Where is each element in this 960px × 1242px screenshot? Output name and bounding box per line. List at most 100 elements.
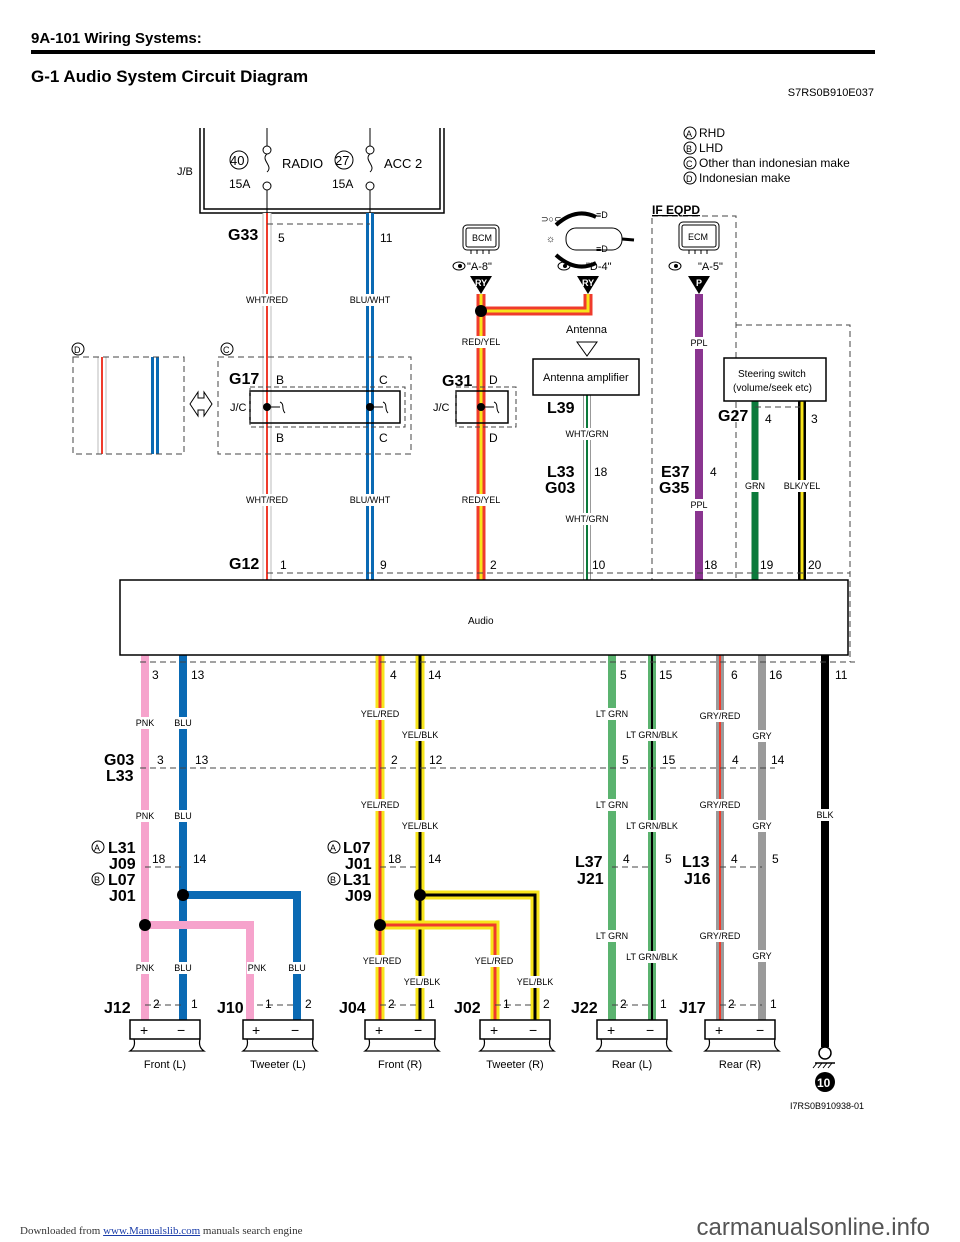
- svg-text:B: B: [94, 875, 100, 885]
- svg-text:RY: RY: [582, 278, 594, 288]
- svg-text:J22: J22: [571, 1000, 598, 1017]
- svg-text:J12: J12: [104, 1000, 131, 1017]
- svg-text:J16: J16: [684, 871, 711, 888]
- svg-text:−: −: [291, 1022, 299, 1038]
- svg-text:G27: G27: [718, 408, 748, 425]
- svg-text:20: 20: [808, 558, 822, 572]
- splice-dot: [374, 919, 386, 931]
- svg-text:D: D: [74, 345, 81, 355]
- svg-text:1: 1: [503, 997, 510, 1011]
- svg-text:A: A: [330, 843, 336, 853]
- wire-color-label: WHT/RED: [246, 295, 288, 305]
- svg-text:Tweeter (R): Tweeter (R): [486, 1059, 543, 1071]
- svg-text:1: 1: [770, 997, 777, 1011]
- svg-text:15: 15: [659, 668, 673, 682]
- svg-text:4: 4: [731, 852, 738, 866]
- svg-text:−: −: [646, 1022, 654, 1038]
- wire-color-label: GRY: [752, 731, 771, 741]
- wire-color-label: PNK: [136, 963, 155, 973]
- svg-text:14: 14: [428, 852, 442, 866]
- svg-text:+: +: [140, 1022, 148, 1038]
- svg-text:"D-4": "D-4": [586, 261, 612, 273]
- svg-text:13: 13: [191, 668, 205, 682]
- svg-text:Steering switch: Steering switch: [738, 369, 806, 380]
- svg-text:18: 18: [594, 465, 608, 479]
- ecm-module: ECM: [678, 221, 720, 254]
- svg-text:+: +: [375, 1022, 383, 1038]
- svg-text:+: +: [252, 1022, 260, 1038]
- fuse-radio: 40 15A RADIO: [229, 128, 323, 213]
- wire-color-label: BLU/WHT: [350, 295, 391, 305]
- svg-text:+: +: [607, 1022, 615, 1038]
- svg-text:−: −: [177, 1022, 185, 1038]
- svg-text:C: C: [223, 345, 230, 355]
- footer-prefix: Downloaded from: [20, 1225, 104, 1237]
- svg-text:+: +: [715, 1022, 723, 1038]
- svg-text:15A: 15A: [332, 177, 353, 191]
- svg-text:L31: L31: [343, 872, 371, 889]
- svg-text:2: 2: [305, 997, 312, 1011]
- svg-text:G17: G17: [229, 371, 259, 388]
- manualslib-link[interactable]: www.Manualslib.com: [103, 1225, 201, 1237]
- svg-text:−: −: [414, 1022, 422, 1038]
- footer-suffix: manuals search engine: [200, 1225, 303, 1237]
- svg-text:Tweeter (L): Tweeter (L): [250, 1059, 306, 1071]
- wire-color-label: YEL/BLK: [517, 977, 554, 987]
- svg-text:27: 27: [335, 153, 349, 168]
- svg-text:C: C: [686, 159, 693, 169]
- wire-color-label: GRY: [752, 821, 771, 831]
- svg-text:16: 16: [769, 668, 783, 682]
- svg-text:4: 4: [732, 753, 739, 767]
- wire-color-label: RED/YEL: [462, 495, 501, 505]
- svg-text:10: 10: [592, 558, 606, 572]
- variant-mark-d: D: [71, 342, 85, 356]
- svg-text:2: 2: [490, 558, 497, 572]
- svg-text:"A-5": "A-5": [698, 261, 723, 273]
- svg-text:L39: L39: [547, 400, 575, 417]
- svg-text:14: 14: [193, 852, 207, 866]
- svg-text:Antenna amplifier: Antenna amplifier: [543, 372, 629, 384]
- svg-text:D: D: [686, 174, 693, 184]
- splice-dot: [177, 889, 189, 901]
- svg-text:RY: RY: [475, 278, 487, 288]
- wire-color-label: YEL/BLK: [404, 977, 441, 987]
- wire-color-label: LT GRN: [596, 709, 628, 719]
- header-rule: [31, 50, 875, 54]
- wire-color-label: YEL/BLK: [402, 730, 439, 740]
- wire-color-label: GRY/RED: [700, 931, 741, 941]
- svg-text:(volume/seek etc): (volume/seek etc): [733, 383, 812, 394]
- svg-text:A: A: [686, 129, 692, 139]
- wire-color-label: YEL/RED: [363, 956, 402, 966]
- svg-text:G03: G03: [104, 752, 134, 769]
- splice-dot: [414, 889, 426, 901]
- variant-mark-c: C: [220, 342, 234, 356]
- svg-text:5: 5: [665, 852, 672, 866]
- svg-text:Audio: Audio: [468, 616, 494, 627]
- svg-text:5: 5: [620, 668, 627, 682]
- svg-text:Rear (R): Rear (R): [719, 1059, 761, 1071]
- svg-text:D: D: [489, 431, 498, 445]
- svg-text:LHD: LHD: [699, 141, 723, 155]
- svg-text:2: 2: [153, 997, 160, 1011]
- eye-icon-bcm: "A-8": [452, 261, 492, 273]
- splice-dot: [475, 305, 487, 317]
- svg-text:3: 3: [811, 412, 818, 426]
- antenna-amplifier: Antenna amplifier: [532, 358, 640, 396]
- svg-text:15A: 15A: [229, 177, 250, 191]
- wire-blu-tweeter: [183, 891, 301, 1025]
- mark-b-left: B: [91, 872, 105, 886]
- connector-labels: G33 5 11 G17 B C B C G31 D D L39 L33 G03…: [91, 227, 848, 905]
- svg-text:10: 10: [817, 1076, 831, 1090]
- svg-text:18: 18: [388, 852, 402, 866]
- svg-text:G12: G12: [229, 556, 259, 573]
- svg-text:J/C: J/C: [230, 402, 247, 414]
- footer-watermark: carmanualsonline.info: [696, 1214, 930, 1241]
- svg-text:14: 14: [428, 668, 442, 682]
- mark-a-left: A: [91, 840, 105, 854]
